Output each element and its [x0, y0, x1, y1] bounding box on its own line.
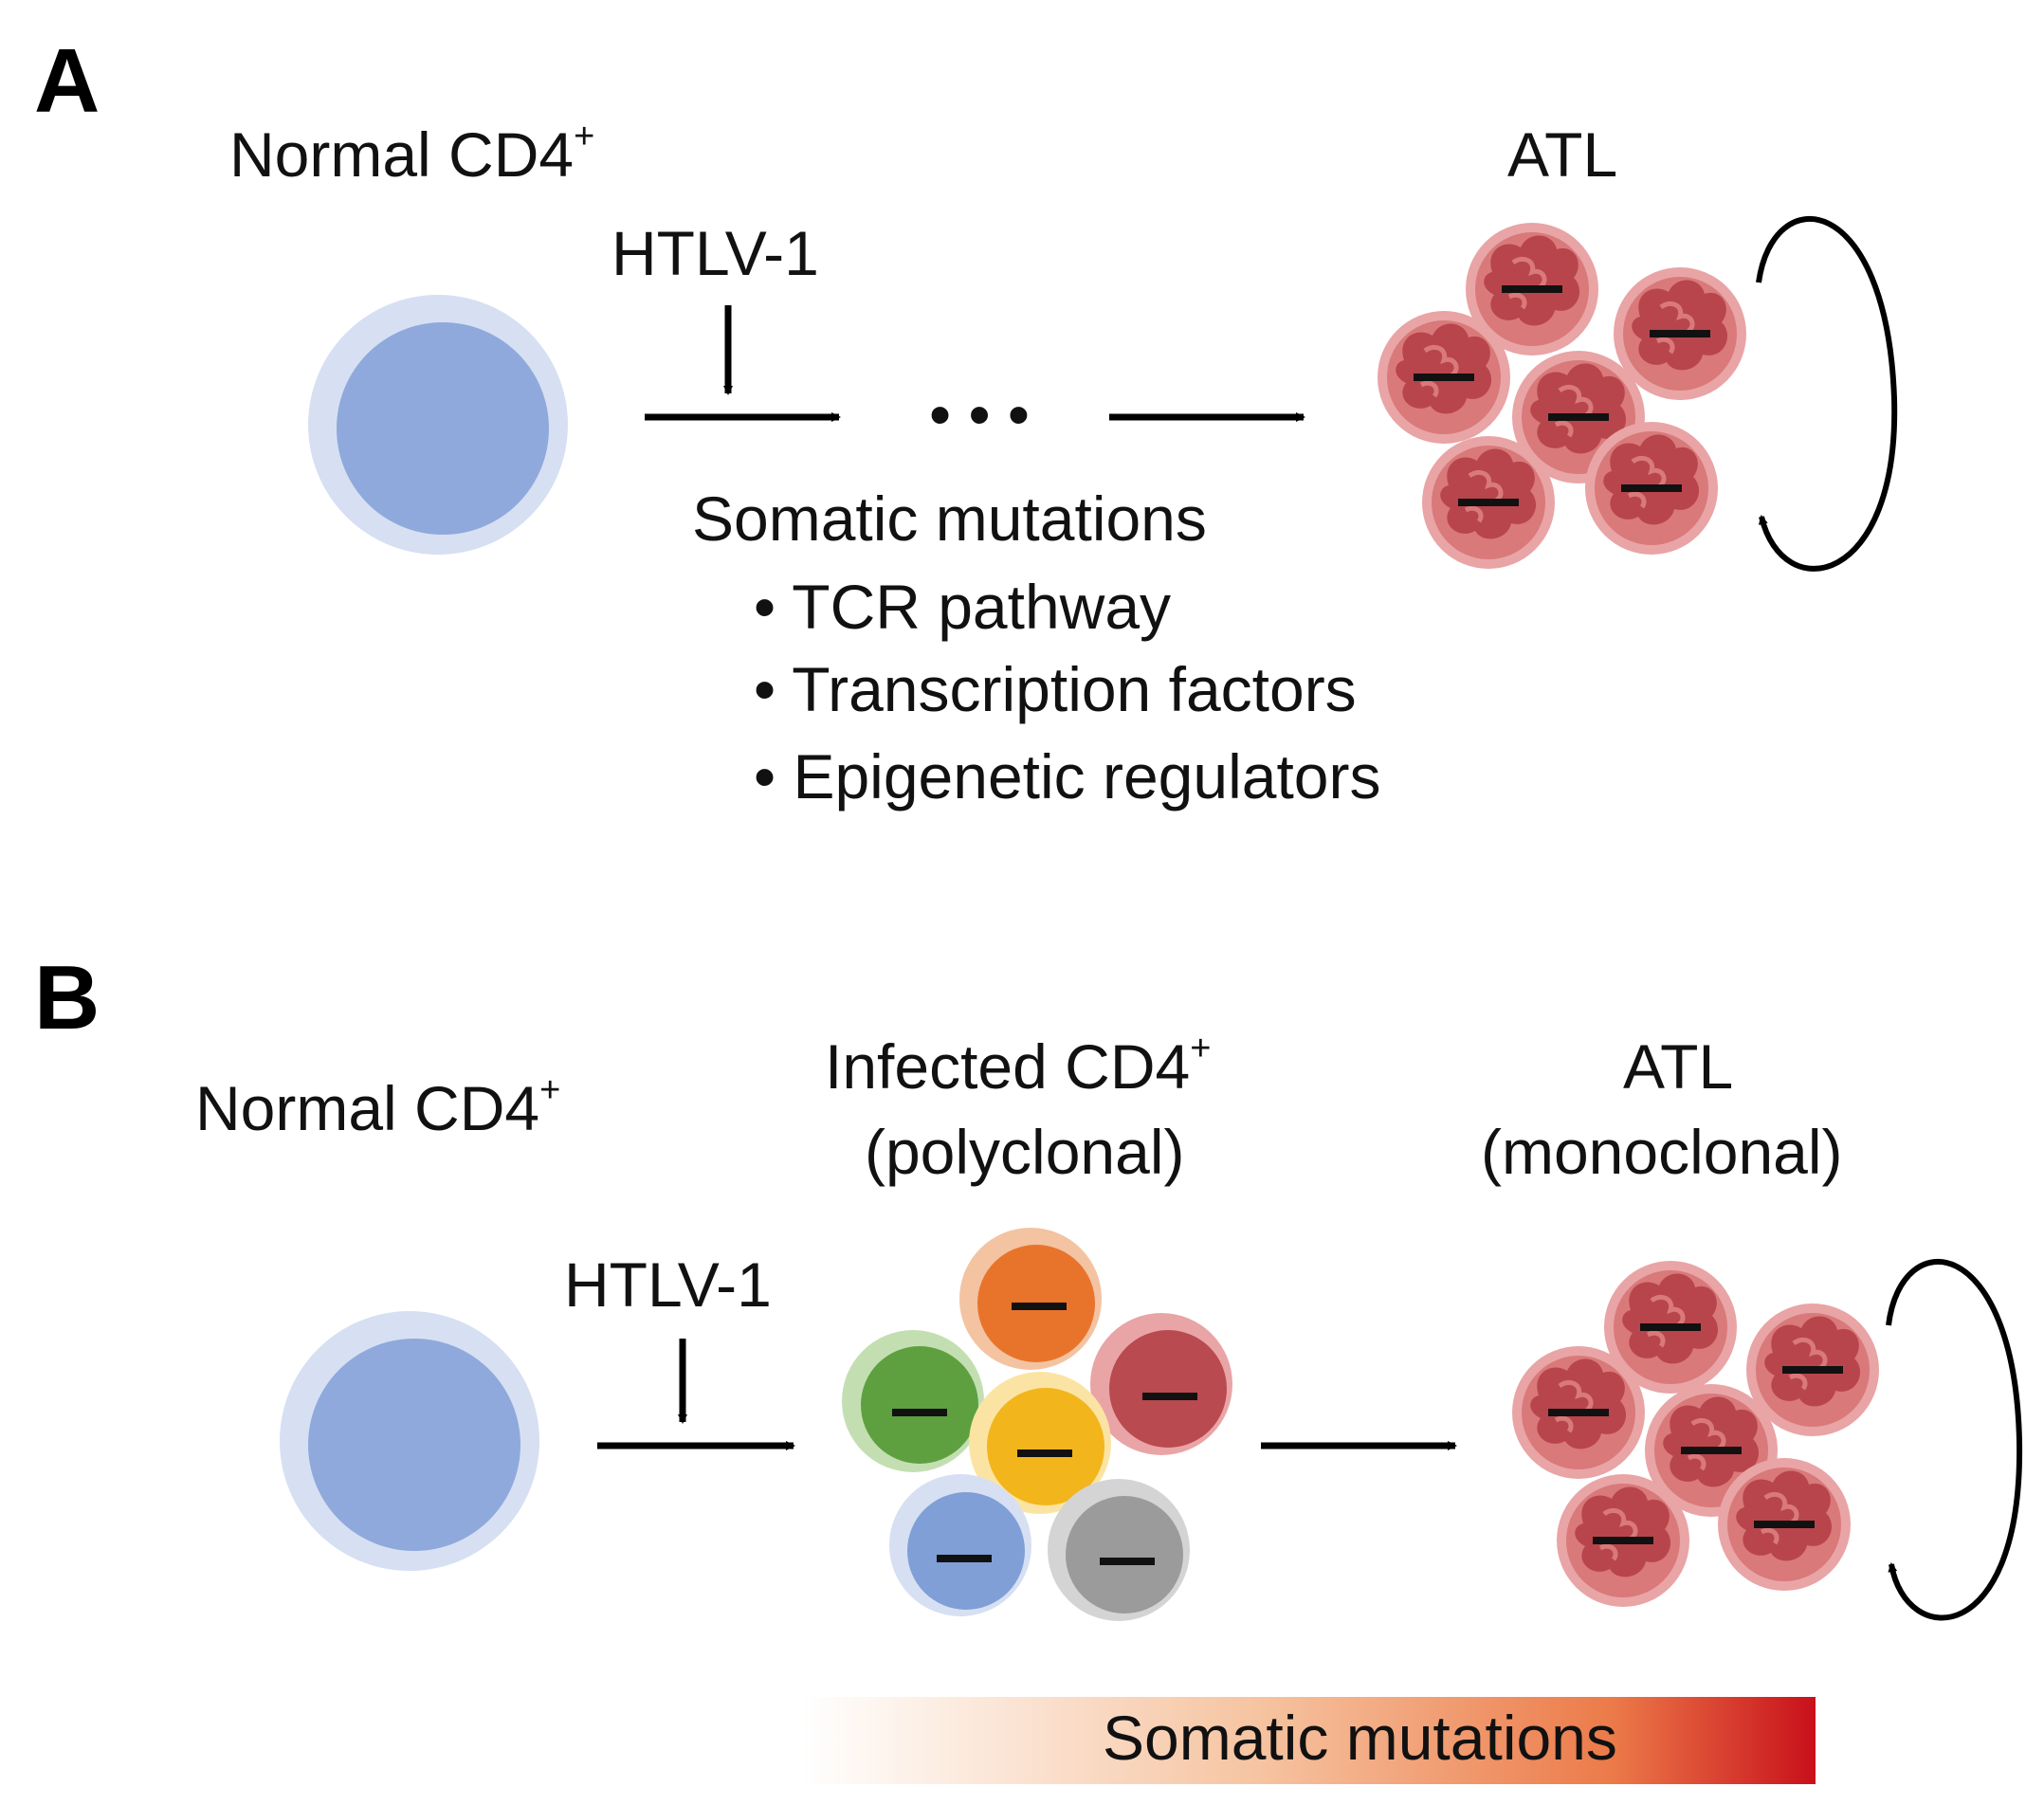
clone-green [842, 1330, 984, 1472]
infected-cd4-label: Infected CD4+ [825, 1029, 1211, 1102]
ellipsis: • • • [929, 379, 1030, 449]
clone-gray [1048, 1479, 1190, 1621]
atl-cell [1378, 311, 1510, 444]
mutation-gradient-bar [801, 1697, 1816, 1784]
normal-cell-body [308, 1339, 520, 1551]
clone-yellow [969, 1372, 1111, 1514]
atl-cluster-b [1512, 1261, 1879, 1607]
self-renewal-loop-b [1886, 1259, 2023, 1621]
panel-a: A Normal CD4+ HTLV-1 • • • ATL Somatic m… [34, 30, 1898, 811]
self-renewal-loop-a [1756, 216, 1898, 572]
bullet-epigenetic: • Epigenetic regulators [754, 741, 1380, 811]
polyclonal-cluster [842, 1228, 1232, 1621]
normal-cd4-label-a: Normal CD4+ [229, 117, 594, 190]
atl-cell [1512, 1346, 1645, 1479]
atl-cell [1585, 422, 1718, 555]
bullet-tcr: • TCR pathway [754, 572, 1171, 642]
normal-cell-b [280, 1311, 539, 1571]
bullet-transcription: • Transcription factors [754, 654, 1357, 724]
atl-cell [1557, 1474, 1689, 1607]
normal-cell-body [337, 322, 549, 535]
atl-cell [1718, 1458, 1851, 1591]
clone-blue [889, 1474, 1031, 1616]
atl-label-b: ATL [1623, 1031, 1733, 1102]
monoclonal-label: (monoclonal) [1481, 1117, 1843, 1187]
atl-cluster-a [1378, 223, 1746, 569]
htlv1-label-b: HTLV-1 [564, 1249, 772, 1320]
panel-b-label: B [34, 947, 100, 1048]
atl-label-a: ATL [1507, 119, 1617, 190]
clone-red [1090, 1313, 1232, 1455]
normal-cell-a [308, 295, 568, 555]
htlv1-label-a: HTLV-1 [611, 218, 819, 288]
normal-cd4-label-b: Normal CD4+ [195, 1070, 560, 1143]
gradient-label: Somatic mutations [1103, 1703, 1617, 1773]
clone-orange [959, 1228, 1102, 1370]
polyclonal-label: (polyclonal) [865, 1117, 1184, 1187]
panel-b: B Normal CD4+ HTLV-1 Infected CD4+ (poly… [34, 947, 2023, 1784]
panel-a-label: A [34, 30, 100, 132]
mutations-title-a: Somatic mutations [692, 483, 1207, 554]
atl-cell [1422, 436, 1555, 569]
